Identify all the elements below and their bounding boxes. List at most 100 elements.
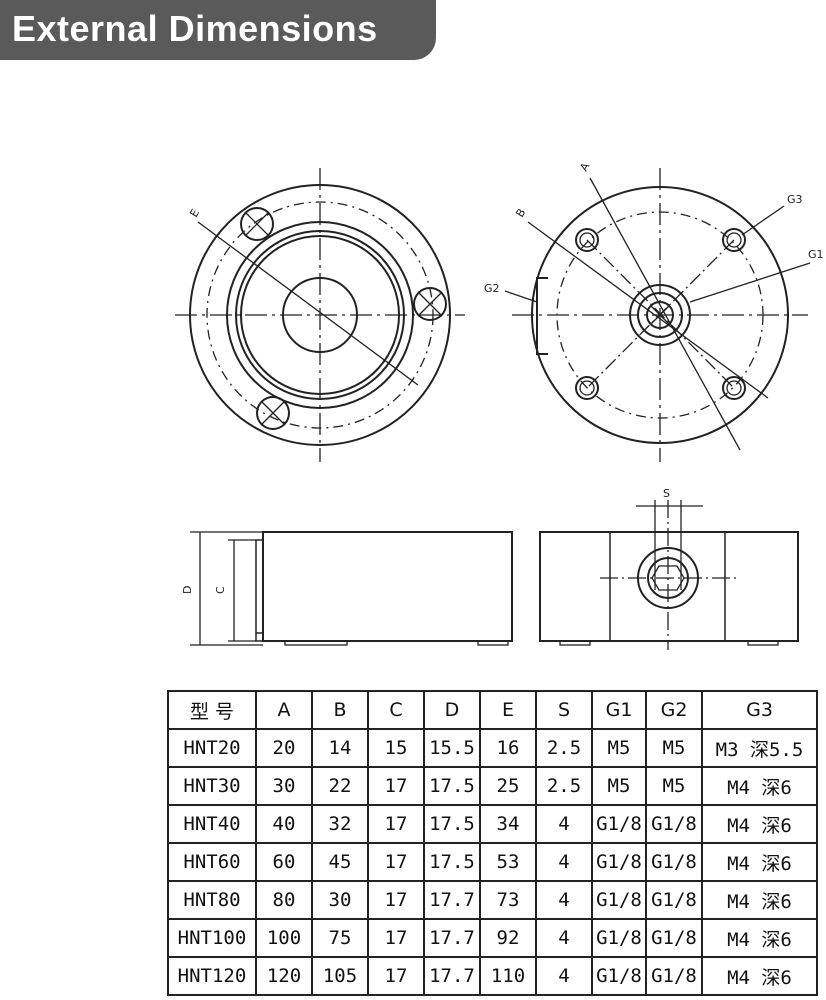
table-header-row: 型 号 A B C D E S G1 G2 G3 (167, 690, 818, 730)
table-cell: 73 (479, 880, 537, 920)
table-cell: 17.5 (423, 804, 481, 844)
top-view-left (175, 168, 465, 462)
table-cell: 2.5 (535, 728, 593, 768)
table-cell: HNT20 (167, 728, 257, 768)
table-cell: M5 (591, 766, 647, 806)
table-cell: 30 (255, 766, 313, 806)
table-cell: G1/8 (645, 918, 703, 958)
side-view-left (190, 531, 513, 646)
table-row: HNT120 120 105 17 17.7 110 4 G1/8 G1/8 M… (167, 956, 818, 996)
table-cell: M4 深6 (701, 842, 818, 882)
table-cell: 32 (311, 804, 369, 844)
column-header: 型 号 (167, 690, 257, 730)
label-D: D (181, 586, 194, 594)
table-cell: 100 (255, 918, 313, 958)
table-cell: 17.7 (423, 880, 481, 920)
mount-hole (256, 396, 290, 430)
table-cell: 53 (479, 842, 537, 882)
table-cell: 17.7 (423, 918, 481, 958)
table-cell: 15 (367, 728, 425, 768)
table-cell: 25 (479, 766, 537, 806)
g3-thread-hole (575, 228, 599, 252)
technical-drawing: E A B G3 G1 G2 S C D (175, 160, 824, 650)
label-E: E (187, 207, 202, 220)
table-row: HNT30 30 22 17 17.5 25 2.5 M5 M5 M4 深6 (167, 766, 818, 806)
table-cell: HNT80 (167, 880, 257, 920)
table-cell: 60 (255, 842, 313, 882)
table-cell: G1/8 (645, 842, 703, 882)
label-G1: G1 (808, 248, 824, 261)
table-cell: G1/8 (645, 880, 703, 920)
table-row: HNT40 40 32 17 17.5 34 4 G1/8 G1/8 M4 深6 (167, 804, 818, 844)
g3-thread-hole (722, 228, 746, 252)
column-header: E (479, 690, 537, 730)
table-cell: M4 深6 (701, 918, 818, 958)
table-cell: 2.5 (535, 766, 593, 806)
table-cell: 17.5 (423, 842, 481, 882)
table-cell: HNT120 (167, 956, 257, 996)
column-header: G3 (701, 690, 818, 730)
table-cell: 15.5 (423, 728, 481, 768)
column-header: S (535, 690, 593, 730)
table-cell: 120 (255, 956, 313, 996)
table-cell: 80 (255, 880, 313, 920)
table-row: HNT20 20 14 15 15.5 16 2.5 M5 M5 M3 深5.5 (167, 728, 818, 768)
column-header: G2 (645, 690, 703, 730)
table-cell: HNT100 (167, 918, 257, 958)
table-cell: 4 (535, 804, 593, 844)
table-cell: 17 (367, 766, 425, 806)
table-cell: 17 (367, 918, 425, 958)
label-A: A (577, 160, 592, 173)
table-cell: 4 (535, 842, 593, 882)
table-cell: M4 深6 (701, 804, 818, 844)
table-cell: 4 (535, 880, 593, 920)
table-cell: 45 (311, 842, 369, 882)
table-cell: 17 (367, 804, 425, 844)
dimensions-table: 型 号 A B C D E S G1 G2 G3 HNT20 20 14 15 … (167, 690, 818, 996)
table-cell: 110 (479, 956, 537, 996)
table-cell: G1/8 (591, 880, 647, 920)
table-cell: M4 深6 (701, 880, 818, 920)
column-header: A (255, 690, 313, 730)
table-cell: M3 深5.5 (701, 728, 818, 768)
column-header: D (423, 690, 481, 730)
table-row: HNT60 60 45 17 17.5 53 4 G1/8 G1/8 M4 深6 (167, 842, 818, 882)
table-cell: G1/8 (645, 956, 703, 996)
table-cell: 22 (311, 766, 369, 806)
table-cell: HNT60 (167, 842, 257, 882)
table-cell: HNT30 (167, 766, 257, 806)
top-view-right (504, 168, 811, 462)
column-header: G1 (591, 690, 647, 730)
table-cell: 14 (311, 728, 369, 768)
table-cell: 17 (367, 880, 425, 920)
mount-hole (240, 207, 274, 241)
column-header: C (367, 690, 425, 730)
table-cell: 4 (535, 918, 593, 958)
page-title: External Dimensions (12, 8, 378, 49)
table-cell: M5 (645, 728, 703, 768)
table-cell: G1/8 (591, 842, 647, 882)
table-cell: 16 (479, 728, 537, 768)
table-cell: 92 (479, 918, 537, 958)
table-cell: M4 深6 (701, 766, 818, 806)
table-row: HNT80 80 30 17 17.7 73 4 G1/8 G1/8 M4 深6 (167, 880, 818, 920)
table-cell: 17.5 (423, 766, 481, 806)
table-cell: 34 (479, 804, 537, 844)
table-cell: 4 (535, 956, 593, 996)
table-cell: 30 (311, 880, 369, 920)
table-cell: M4 深6 (701, 956, 818, 996)
g3-thread-hole (722, 376, 746, 400)
table-cell: M5 (645, 766, 703, 806)
g3-thread-hole (575, 376, 599, 400)
table-cell: 17 (367, 956, 425, 996)
label-G3: G3 (787, 193, 803, 206)
title-banner: External Dimensions (0, 0, 436, 60)
table-row: HNT100 100 75 17 17.7 92 4 G1/8 G1/8 M4 … (167, 918, 818, 958)
table-cell: G1/8 (591, 956, 647, 996)
table-cell: 17 (367, 842, 425, 882)
table-cell: 40 (255, 804, 313, 844)
label-S: S (663, 487, 670, 500)
table-cell: G1/8 (645, 804, 703, 844)
label-G2: G2 (484, 282, 500, 295)
table-cell: 17.7 (423, 956, 481, 996)
